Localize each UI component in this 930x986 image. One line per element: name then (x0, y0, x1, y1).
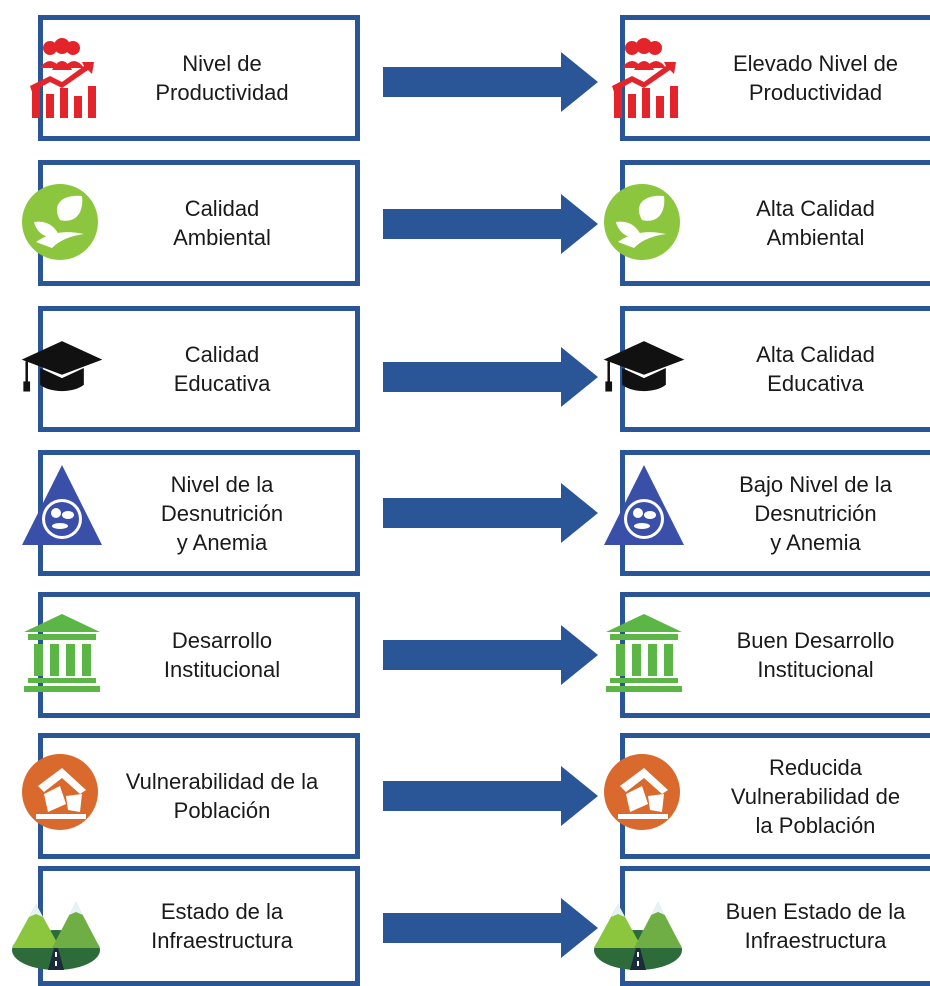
arrow-infraestructura (383, 898, 598, 958)
left-box-vulnerabilidad: Vulnerabilidad de la Población (38, 733, 360, 859)
collapsed-house-icon (602, 750, 686, 834)
food-triangle-icon (20, 463, 104, 547)
right-label-institucional: Buen Desarrollo Institucional (736, 628, 895, 682)
institution-building-icon (20, 610, 104, 694)
left-box-institucional: Desarrollo Institucional (38, 592, 360, 718)
productivity-chart-icon (602, 36, 686, 120)
right-box-desnutricion: Bajo Nivel de la Desnutrición y Anemia (620, 450, 930, 576)
arrow-ambiental (383, 194, 598, 254)
left-label-desnutricion: Nivel de la Desnutrición y Anemia (160, 471, 284, 555)
productivity-chart-icon (20, 36, 104, 120)
arrow-vulnerabilidad (383, 766, 598, 826)
graduation-cap-icon (602, 326, 686, 410)
right-label-ambiental: Alta Calidad Ambiental (756, 196, 875, 250)
right-label-productividad: Elevado Nivel de Productividad (732, 51, 899, 105)
arrow-productividad (383, 52, 598, 112)
left-label-ambiental: Calidad Ambiental (173, 196, 271, 250)
arrow-desnutricion (383, 483, 598, 543)
left-label-vulnerabilidad: Vulnerabilidad de la Población (125, 769, 319, 823)
institution-building-icon (602, 610, 686, 694)
right-box-infraestructura: Buen Estado de la Infraestructura (620, 866, 930, 986)
leaf-icon (20, 180, 104, 264)
left-box-productividad: Nivel de Productividad (38, 15, 360, 141)
left-label-productividad: Nivel de Productividad (155, 51, 289, 105)
right-box-vulnerabilidad: Reducida Vulnerabilidad de la Población (620, 733, 930, 859)
left-box-infraestructura: Estado de la Infraestructura (38, 866, 360, 986)
left-label-institucional: Desarrollo Institucional (163, 628, 281, 682)
right-box-educativa: Alta Calidad Educativa (620, 306, 930, 432)
arrow-educativa (383, 347, 598, 407)
left-box-desnutricion: Nivel de la Desnutrición y Anemia (38, 450, 360, 576)
right-label-infraestructura: Buen Estado de la Infraestructura (725, 899, 906, 953)
mountain-road-icon (8, 890, 104, 974)
left-box-educativa: Calidad Educativa (38, 306, 360, 432)
left-label-infraestructura: Estado de la Infraestructura (151, 899, 293, 953)
graduation-cap-icon (20, 326, 104, 410)
right-label-educativa: Alta Calidad Educativa (756, 342, 875, 396)
right-box-productividad: Elevado Nivel de Productividad (620, 15, 930, 141)
leaf-icon (602, 180, 686, 264)
left-label-educativa: Calidad Educativa (173, 342, 271, 396)
right-label-desnutricion: Bajo Nivel de la Desnutrición y Anemia (739, 471, 892, 555)
collapsed-house-icon (20, 750, 104, 834)
mountain-road-icon (590, 890, 686, 974)
food-triangle-icon (602, 463, 686, 547)
right-label-vulnerabilidad: Reducida Vulnerabilidad de la Población (730, 754, 901, 838)
arrow-institucional (383, 625, 598, 685)
